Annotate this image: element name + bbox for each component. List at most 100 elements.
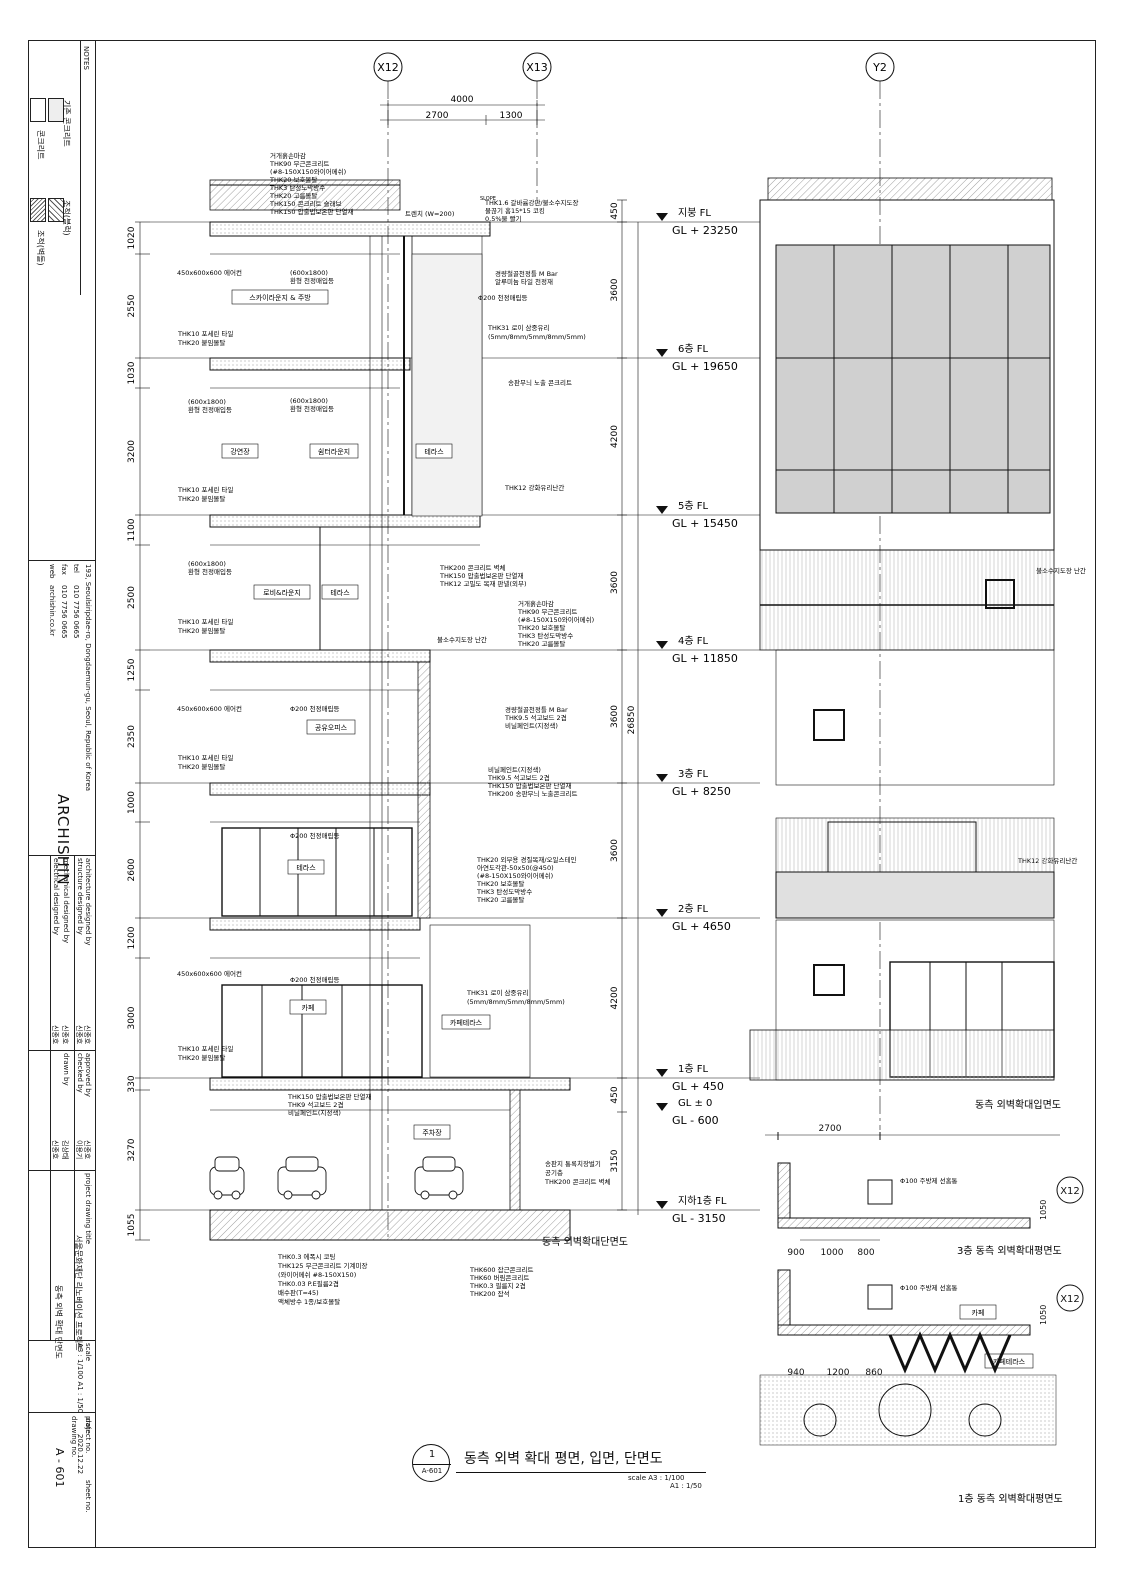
floor-name: 지붕 FL: [678, 207, 711, 219]
callout-note: (5mm/8mm/5mm/8mm/5mm): [488, 333, 586, 341]
room-label: 로비&라운지: [263, 588, 301, 597]
callout-note: 450x600x600 에어컨: [177, 969, 242, 978]
dim-mid-value: 3600: [610, 278, 620, 301]
view-scale-2: A1 : 1/50: [670, 1482, 702, 1490]
view-number: 1: [428, 1449, 436, 1460]
callout-note: Φ100 주방제 선홈통: [900, 1176, 958, 1185]
callout-note: THK0.3 에폭시 코팅: [277, 1252, 336, 1261]
dim-left-value: 3200: [127, 440, 137, 463]
floor-gl: GL + 23250: [672, 224, 738, 237]
callout-note: THK9.5 석고보드 2겹: [504, 713, 567, 722]
level-marker-icon: [656, 1103, 668, 1111]
floor-name: 지하1층 FL: [678, 1194, 727, 1207]
legend-swatch-old-concrete: [48, 98, 64, 122]
final-view-title: [410, 1041, 730, 1101]
dim-total-height: 26850: [627, 705, 637, 734]
view-bubble: 1 A-601: [412, 1444, 451, 1482]
callout-note: Φ200 천정매립등: [290, 831, 340, 840]
callout-note: Φ100 주방제 선홈통: [900, 1283, 958, 1292]
callout-note: (#8-150X150와이어메쉬): [477, 871, 553, 880]
level-marker-icon: [656, 1201, 668, 1209]
room-label-box: [441, 1014, 491, 1030]
callout-note: 알루미늄 타일 천정재: [495, 277, 553, 286]
callout-note: THK20 외부용 경질목재/오일스테인: [476, 855, 576, 864]
callout-note: THK12 강화유리난간: [504, 483, 564, 492]
callout-note: 경량철골천정틀 M Bar: [495, 269, 558, 278]
callout-note: THK3 탄성도막방수: [269, 183, 325, 192]
room-label: 쉼터라운지: [318, 447, 350, 456]
floor-gl: GL + 11850: [672, 652, 738, 665]
plan-dim-v2: 1050: [1039, 1305, 1048, 1325]
dim-left-value: 1020: [127, 226, 137, 249]
dim-left-value: 1055: [127, 1214, 137, 1237]
left-dimension-string: 1020255010303200110025001250235010002600…: [127, 221, 150, 1241]
callout-note: THK200 콘크리트 벽체: [439, 563, 506, 572]
callout-note: Φ200 천정매립등: [290, 975, 340, 984]
grid-label-y2: Y2: [872, 61, 887, 74]
plan1-grid-x12: X12: [1060, 1294, 1080, 1305]
grid-label-x13: X13: [526, 61, 548, 74]
callout-note: THK10 포세린 타일: [177, 485, 233, 494]
callout-note: THK20 고름몰탈: [476, 896, 524, 904]
plan-dim-c: 800: [857, 1248, 874, 1258]
dim-mid-value: 3600: [610, 705, 620, 728]
dim-left: 2700: [426, 111, 449, 121]
callout-note: Φ200 천정매립등: [478, 293, 528, 302]
callout-note: THK10 포세린 타일: [177, 617, 233, 626]
callout-note: THK125 무근콘크리트 기계미장: [277, 1261, 367, 1270]
legend-swatch-concrete: [30, 98, 46, 122]
room-label-box: [253, 584, 311, 600]
callout-note: THK600 잡근콘크리트: [469, 1265, 533, 1274]
legend-swatch-brick: [30, 198, 46, 222]
callout-note: THK10 포세린 타일: [177, 329, 233, 338]
plan-dim-top: 2700: [819, 1124, 842, 1134]
level-marker-icon: [656, 506, 668, 514]
callout-note: 아연도각관-50x50(@450): [477, 863, 554, 872]
floor-name: 3층 FL: [678, 768, 708, 780]
dim-left-value: 1100: [127, 518, 137, 541]
room-label: 주차장: [422, 1128, 442, 1137]
slope-label: SLOPE: [480, 196, 496, 202]
callout-note: THK150 압출법보온판 단열재: [287, 1092, 371, 1101]
callout-note: THK20 붙임몰탈: [177, 339, 225, 347]
plan-3f: 2700 X12 900 1000 800 1050: [765, 1124, 1084, 1258]
grid-bubble-x12: X12: [373, 52, 403, 82]
room-label-box: [289, 999, 327, 1015]
room-label-box: [309, 443, 359, 459]
callout-note: (600x1800): [188, 560, 226, 568]
room-label: 테라스: [330, 588, 350, 597]
floor-gl: GL - 3150: [672, 1212, 726, 1225]
floor-gl: GL + 19650: [672, 360, 738, 373]
callout-note: 환형 천정매입등: [188, 405, 232, 414]
callout-note: 불소수지도장 난간: [1036, 566, 1086, 575]
top-dimensions: 4000 2700 1300: [380, 95, 545, 125]
callout-note: (#8-150X150와이어메쉬): [270, 167, 346, 176]
callout-note: 거개흙손마감: [270, 151, 306, 160]
room-label: 카페테라스: [993, 1357, 1026, 1366]
floor-gl: GL - 600: [672, 1114, 719, 1127]
floor-name: 6층 FL: [678, 343, 708, 355]
view-title-text: 동측 외벽 확대 평면, 입면, 단면도: [464, 1451, 663, 1467]
room-label-box: [415, 443, 453, 459]
plan3-title: 3층 동측 외벽확대평면도: [957, 1245, 1062, 1257]
dim-left-value: 1000: [127, 791, 137, 814]
plan-dim-e: 1200: [827, 1368, 850, 1378]
grid-label-x12: X12: [377, 61, 399, 74]
callout-note: 환형 천정매입등: [290, 276, 334, 285]
dim-left-value: 1030: [127, 361, 137, 384]
dim-mid-value: 450: [610, 1086, 620, 1103]
level-marker-icon: [656, 909, 668, 917]
dim-left-value: 330: [127, 1075, 137, 1092]
callout-note: THK31 로이 삼중유리: [466, 988, 528, 997]
callout-note: THK0.3 필름지 2겹: [469, 1281, 526, 1290]
callout-note: THK10 포세린 타일: [177, 1044, 233, 1053]
floor-name: 4층 FL: [678, 635, 708, 647]
floor-name: GL ± 0: [678, 1098, 712, 1109]
callout-note: 0.5%물 빨기: [485, 214, 522, 223]
room-label-box: [306, 719, 356, 735]
room-label-box: [413, 1124, 451, 1140]
drawing-frame: [28, 40, 1096, 1548]
plan-dim-v1: 1050: [1039, 1200, 1048, 1220]
